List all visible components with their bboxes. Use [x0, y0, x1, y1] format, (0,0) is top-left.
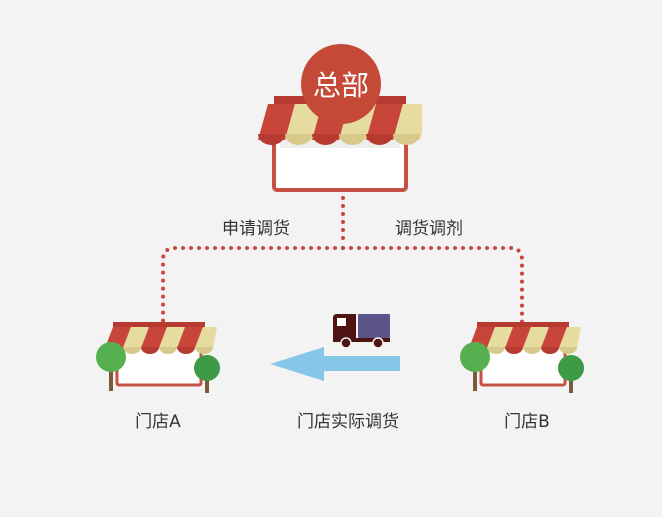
- store-a-tree-right: [194, 355, 220, 393]
- hq-awning: [258, 96, 422, 146]
- apply-transfer-label: 申请调货: [222, 219, 290, 239]
- store-a: [96, 322, 220, 393]
- connector-lines: [161, 196, 524, 324]
- hq-badge: [301, 44, 381, 124]
- right-branch-connector: [341, 246, 524, 324]
- store-a-label: 门店A: [135, 412, 181, 432]
- hq-store: 总部: [258, 44, 422, 192]
- store-a-tree-left: [96, 342, 126, 391]
- left-branch-connector: [161, 246, 345, 324]
- store-b-tree-right: [558, 355, 584, 393]
- transfer-adjust-label: 调货调剂: [395, 219, 463, 239]
- store-b: [460, 322, 584, 393]
- store-b-label: 门店B: [504, 412, 550, 432]
- hq-label: 总部: [313, 69, 369, 102]
- truck-icon: [333, 314, 390, 349]
- actual-transfer-label: 门店实际调货: [297, 412, 399, 432]
- store-b-tree-left: [460, 342, 490, 391]
- transfer-arrow-icon: [270, 347, 400, 381]
